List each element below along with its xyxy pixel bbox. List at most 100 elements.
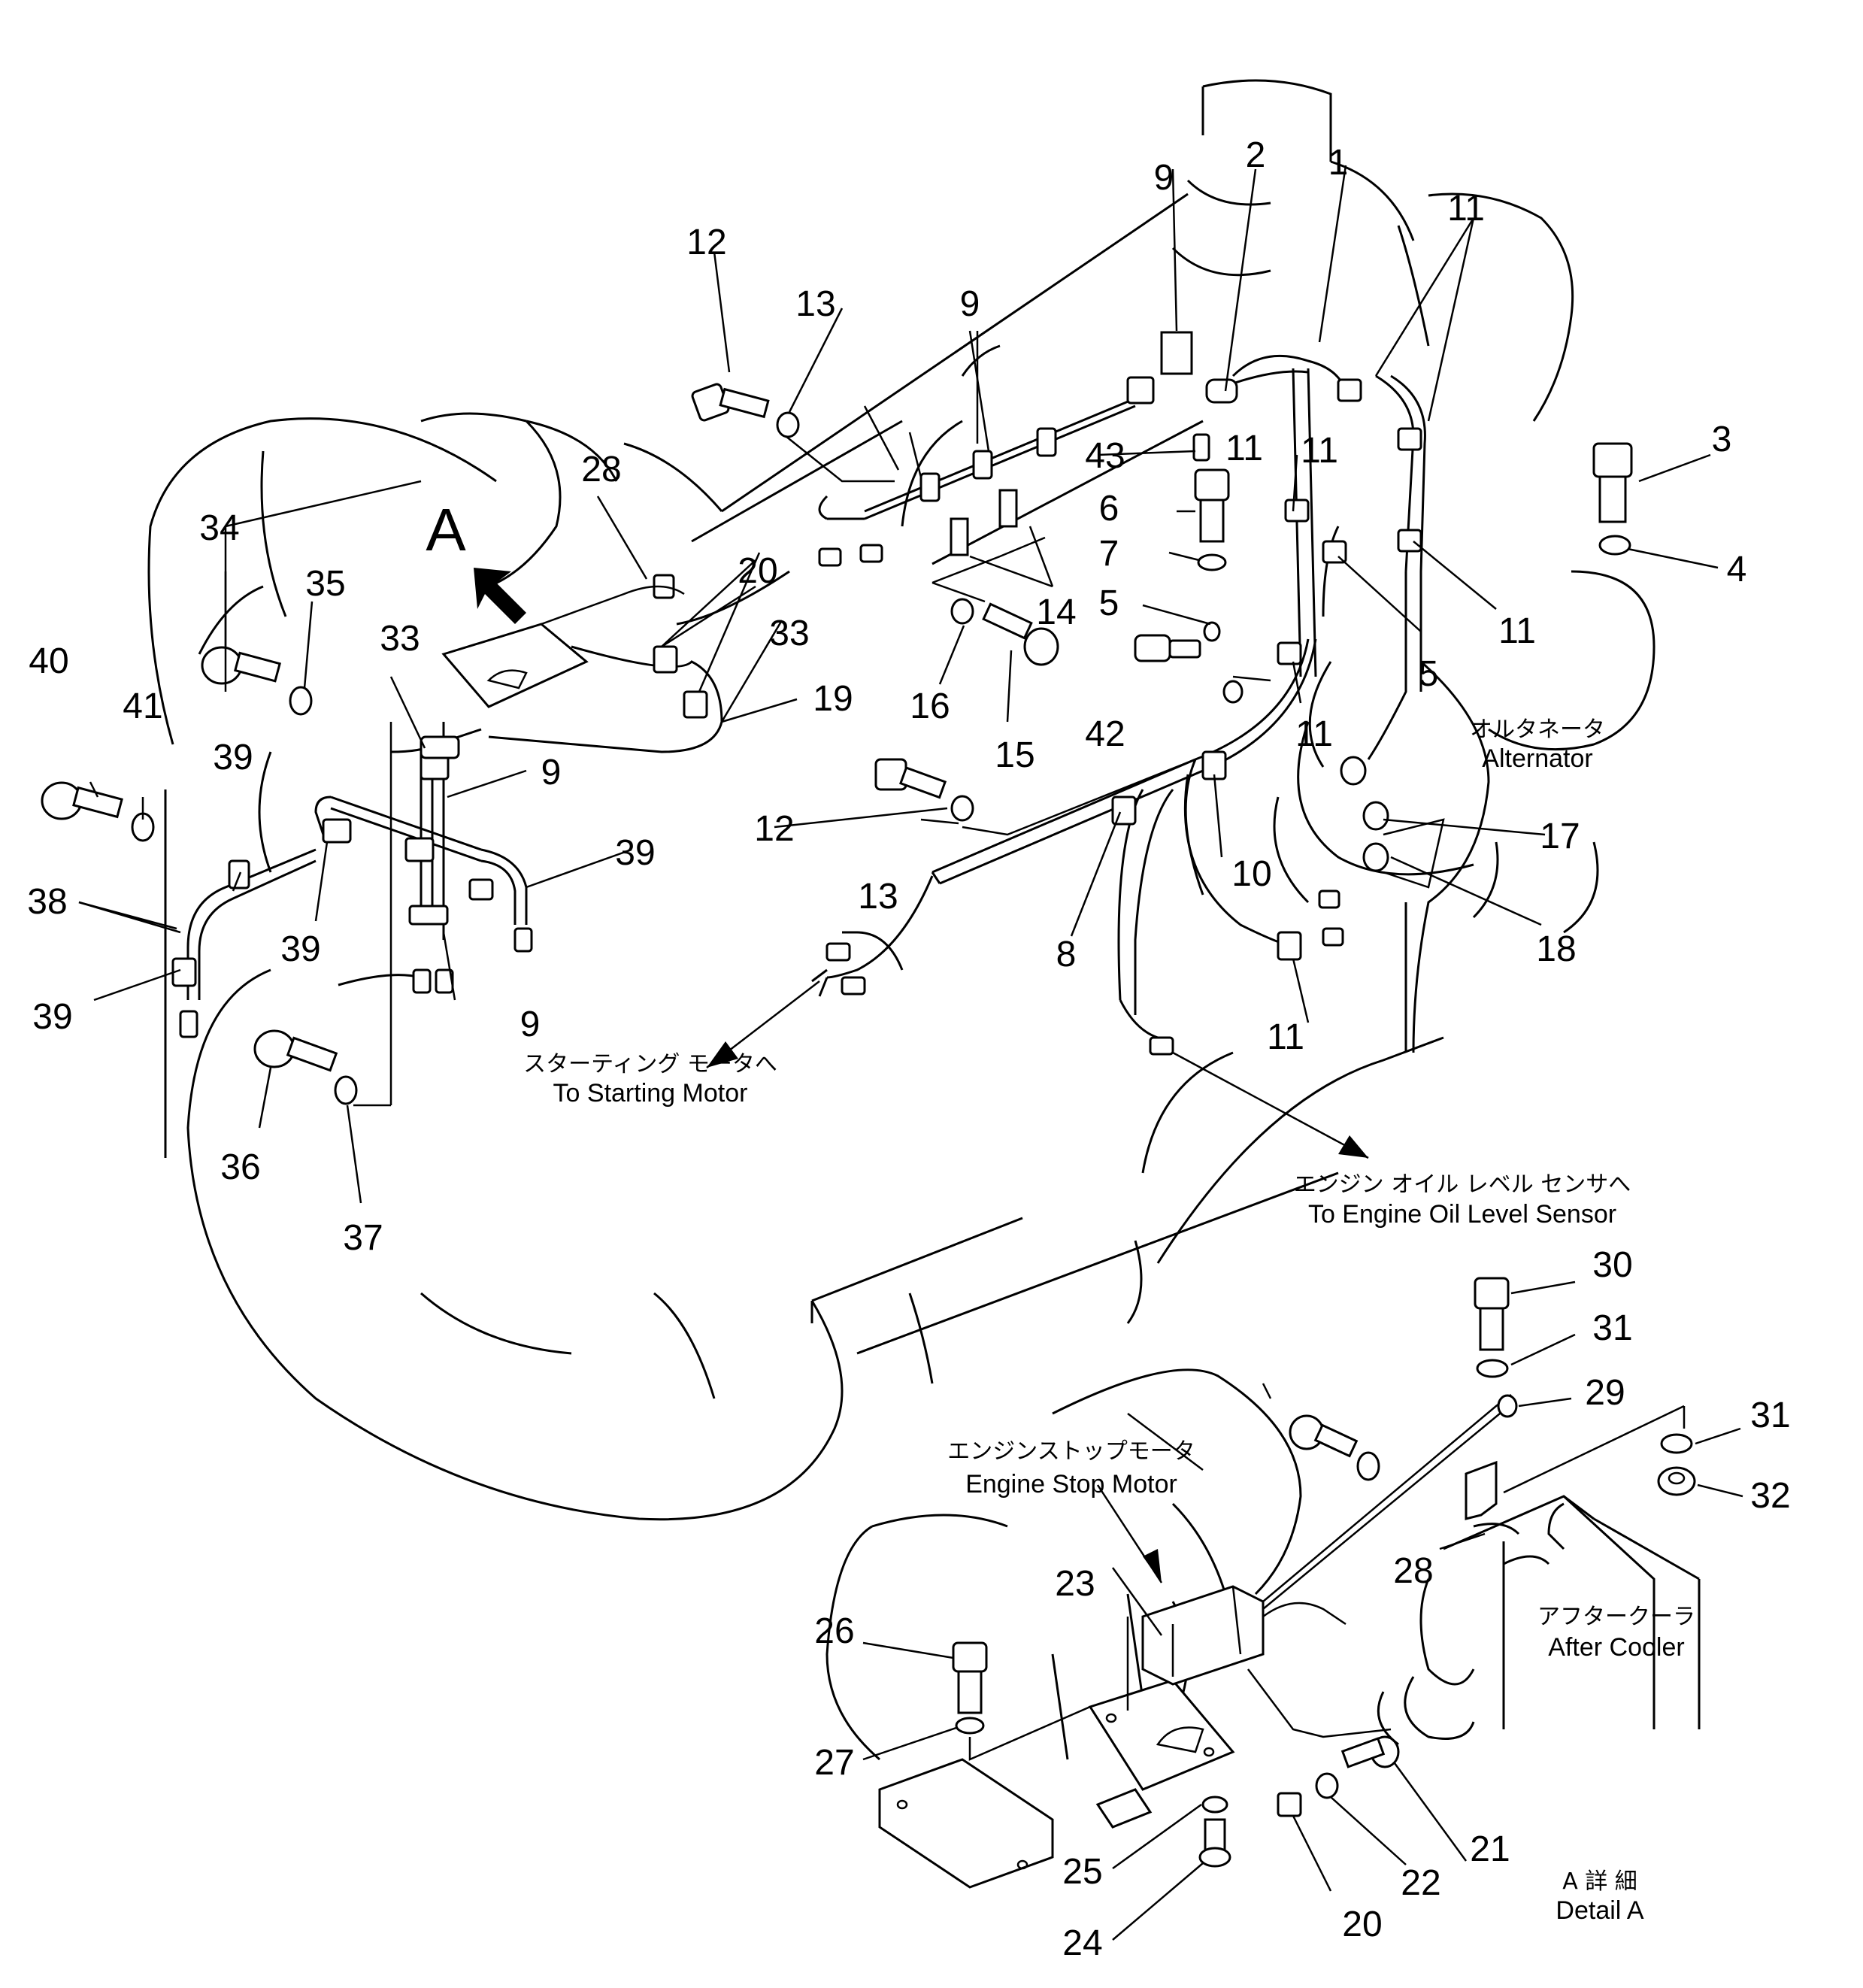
callout-37: 37: [343, 1218, 383, 1258]
callout-31b: 31: [1750, 1396, 1790, 1435]
connector-b: [841, 976, 866, 996]
washer-31b: [1660, 1433, 1693, 1454]
connector-e: [818, 547, 842, 567]
washer-28-detail: [1356, 1451, 1380, 1481]
callout-9d: 9: [520, 1005, 541, 1044]
label-oil-level-en: To Engine Oil Level Sensor: [1308, 1200, 1616, 1229]
callout-11c: 11: [1498, 611, 1536, 651]
connector-20-detail: [1277, 1792, 1302, 1817]
label-starting-motor-jp: スターティング モータへ: [523, 1051, 777, 1077]
switch-42: [1134, 634, 1244, 704]
washer-31a: [1476, 1359, 1509, 1378]
nut-32: [1657, 1466, 1696, 1496]
callout-42: 42: [1085, 714, 1125, 754]
washer-7: [1197, 553, 1227, 571]
washer-22: [1315, 1772, 1339, 1799]
bolt-30: [1474, 1277, 1510, 1351]
callout-24: 24: [1062, 1923, 1102, 1963]
callout-5b: 5: [1419, 654, 1439, 694]
connector-38: [179, 1010, 198, 1038]
callout-11e: 11: [1267, 1017, 1304, 1057]
callout-20b: 20: [1342, 1905, 1382, 1944]
connector-d: [1322, 927, 1344, 947]
callout-5a: 5: [1099, 583, 1119, 623]
label-alternator-jp: オルタネータ: [1470, 717, 1605, 743]
callout-38: 38: [27, 882, 67, 922]
callout-39b: 39: [615, 833, 655, 873]
callout-13a: 13: [795, 284, 835, 324]
direction-arrows: [474, 568, 1369, 1583]
arrow-detail-a: [474, 568, 526, 624]
callout-39a: 39: [213, 738, 253, 777]
bolt-34: [201, 646, 281, 685]
callout-33b: 33: [769, 614, 809, 653]
callout-numbers: 1 2 3 4 5 5 6 7 8 9 9 9 9 10 11 11 11 11…: [27, 135, 1790, 1963]
connector-g: [412, 968, 432, 994]
callout-43: 43: [1085, 436, 1125, 476]
label-starting-motor-en: To Starting Motor: [553, 1079, 748, 1108]
callout-9a: 9: [1154, 158, 1174, 198]
leader-lines: [78, 165, 1743, 1941]
engine-outline: [147, 79, 1655, 1521]
washer-13-lower: [950, 795, 974, 822]
callout-30: 30: [1592, 1245, 1632, 1285]
arrow-oil-level: [1338, 1135, 1368, 1158]
callout-35: 35: [305, 564, 345, 604]
callout-40: 40: [29, 641, 68, 681]
callout-36: 36: [220, 1147, 260, 1187]
clip-29: [1497, 1394, 1518, 1418]
label-alternator-en: Alternator: [1482, 744, 1592, 773]
callout-11f: 11: [1301, 431, 1338, 471]
callout-29: 29: [1585, 1373, 1625, 1413]
callout-1: 1: [1328, 143, 1349, 183]
bolt-21: [1340, 1735, 1400, 1768]
callout-31a: 31: [1592, 1308, 1632, 1348]
bolt-40: [41, 781, 123, 820]
callout-2: 2: [1246, 135, 1266, 175]
callout-8: 8: [1056, 935, 1077, 974]
connector-c: [1318, 889, 1340, 909]
callout-12b: 12: [754, 809, 794, 849]
callout-10: 10: [1231, 854, 1271, 894]
connector-a: [825, 942, 851, 962]
callout-34: 34: [199, 508, 239, 548]
callout-4: 4: [1727, 550, 1747, 589]
terminal-17a: [1340, 756, 1367, 786]
callout-14: 14: [1036, 592, 1076, 632]
callout-13b: 13: [858, 877, 898, 917]
callout-11a: 11: [1447, 189, 1485, 229]
arrow-stop-motor: [1143, 1549, 1162, 1583]
bracket-14a: [950, 517, 969, 556]
callout-7: 7: [1099, 534, 1119, 574]
label-after-cooler-jp: アフタークーラ: [1537, 1604, 1695, 1630]
washer-13-top: [776, 411, 800, 438]
after-cooler: [1377, 1495, 1701, 1746]
bracket-14b: [998, 489, 1018, 528]
label-detail-jp: A 詳 細: [1562, 1868, 1637, 1895]
connector-f: [859, 544, 883, 563]
washer-25: [1201, 1796, 1228, 1814]
callout-15: 15: [995, 735, 1034, 775]
bolt-12-lower: [874, 758, 947, 799]
callout-23: 23: [1055, 1564, 1095, 1604]
control-module-A: [441, 585, 685, 708]
callout-17: 17: [1540, 817, 1580, 856]
callout-11d: 11: [1295, 714, 1333, 754]
callout-33a: 33: [380, 619, 420, 659]
bolt-28-detail: [1289, 1414, 1359, 1458]
connector-oil: [1149, 1036, 1174, 1056]
callout-12a: 12: [686, 223, 726, 262]
callout-39d: 39: [32, 997, 72, 1037]
callout-20a: 20: [738, 551, 777, 591]
callout-32: 32: [1750, 1476, 1790, 1516]
washer-27: [955, 1717, 985, 1735]
text-labels: オルタネータ Alternator スターティング モータへ To Starti…: [523, 717, 1695, 1925]
label-stop-motor-jp: エンジンストップモータ: [947, 1438, 1195, 1465]
callout-3: 3: [1712, 420, 1732, 459]
callout-41: 41: [123, 686, 162, 726]
callout-9b: 9: [960, 284, 980, 324]
bolt-3: [1592, 442, 1633, 523]
callout-21: 21: [1470, 1829, 1510, 1869]
washer-37: [334, 1075, 358, 1105]
